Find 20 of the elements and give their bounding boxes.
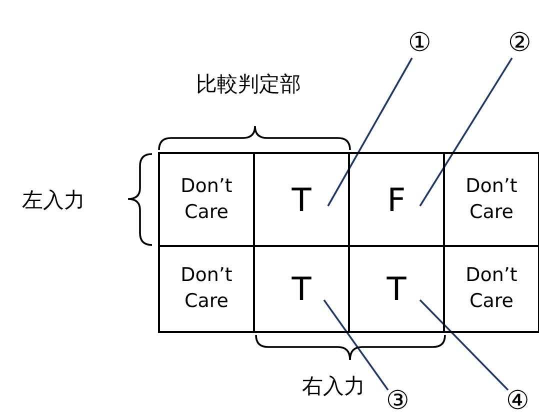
cell-text: F — [387, 180, 406, 218]
cell-text: Don’t Care — [180, 263, 234, 314]
bracket-label: 右入力 — [302, 373, 365, 400]
cell-text: T — [292, 270, 312, 308]
table-cell — [443, 152, 539, 247]
callout-number: ① — [408, 28, 432, 58]
cell-text: Don’t Care — [180, 174, 234, 224]
cell-text: Don’t Care — [464, 263, 518, 314]
cell-text: Don’t Care — [464, 174, 518, 224]
callout-number: ② — [508, 28, 532, 58]
bracket-label: 比較判定部 — [196, 71, 301, 98]
cell-text: T — [292, 180, 312, 218]
leader-line — [419, 58, 513, 206]
table-cell — [158, 152, 255, 247]
table-cell — [443, 245, 539, 333]
callout-number: ③ — [386, 386, 410, 416]
table-cell — [158, 245, 255, 333]
cell-text: T — [386, 270, 406, 308]
bracket-label: 左入力 — [22, 187, 85, 214]
callout-number: ④ — [506, 386, 530, 416]
